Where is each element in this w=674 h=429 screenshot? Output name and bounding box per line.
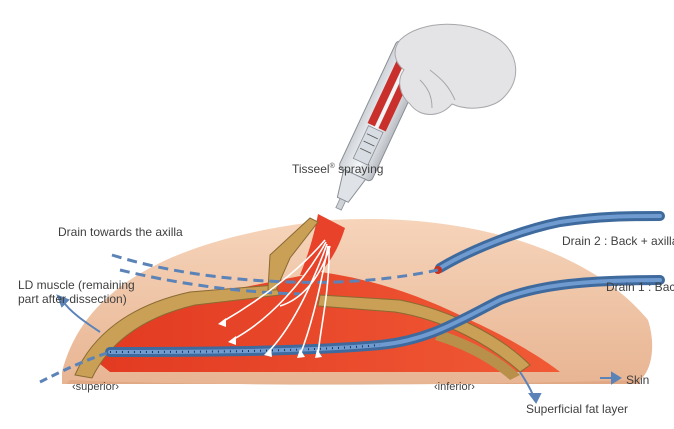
ld-muscle-label-line2: part after dissection)	[18, 292, 127, 306]
drain2-label: Drain 2 : Back + axilla	[562, 234, 674, 248]
tisseel-label-name: Tisseel	[292, 162, 330, 176]
drain1-label: Drain 1 : Back	[606, 280, 674, 294]
inferior-label: ‹inferior›	[434, 380, 475, 394]
fat-layer-arrowhead	[530, 394, 540, 402]
skin-label: Skin	[626, 373, 649, 387]
tisseel-label-rest: spraying	[335, 162, 384, 176]
glove-hand	[395, 24, 516, 114]
drain-axilla-label: Drain towards the axilla	[58, 225, 183, 239]
ld-muscle-label-line1: LD muscle (remaining	[18, 278, 135, 292]
fat-layer-label: Superficial fat layer	[526, 402, 628, 416]
tisseel-label: Tisseel® spraying	[292, 162, 383, 176]
superior-label: ‹superior›	[72, 380, 119, 394]
